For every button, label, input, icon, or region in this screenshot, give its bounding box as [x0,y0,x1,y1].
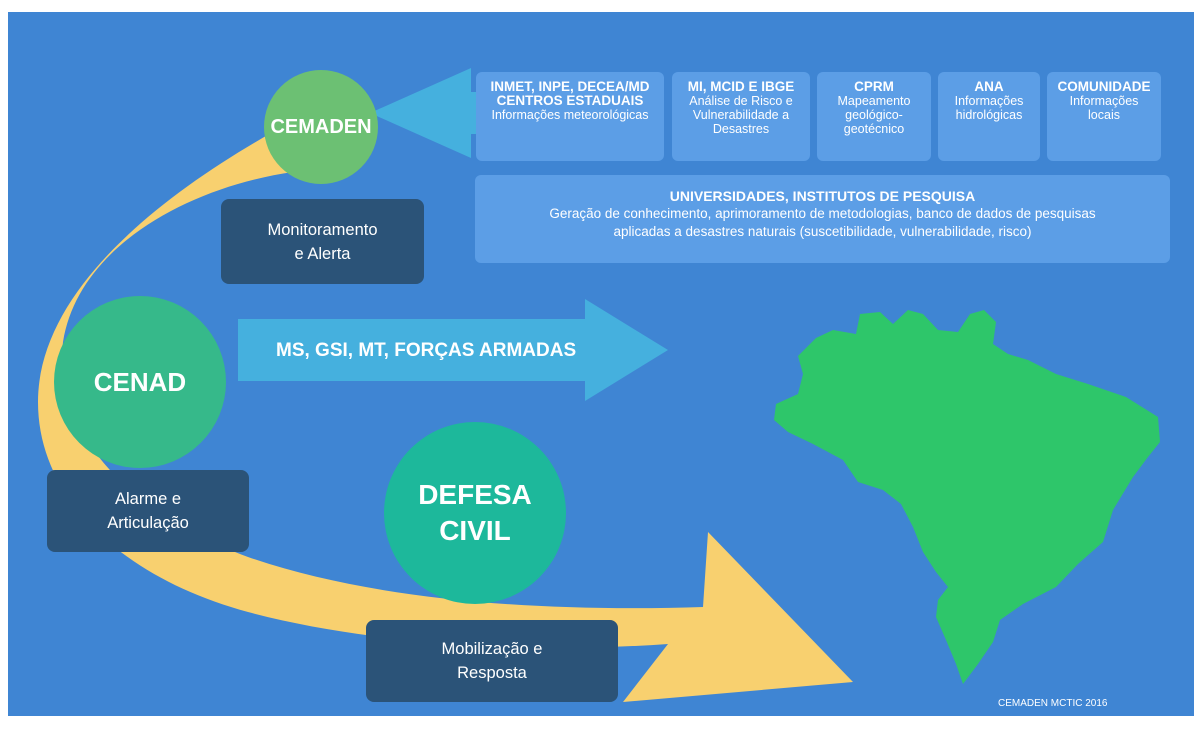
brazil-map-icon [774,310,1160,684]
universities-box: UNIVERSIDADES, INSTITUTOS DE PESQUISA Ge… [475,175,1170,263]
flow-band [38,132,853,702]
source-ana-box: ANA Informações hidrológicas [938,72,1040,161]
node-cenad: CENAD [54,296,226,468]
source-comunidade-box: COMUNIDADE Informações locais [1047,72,1161,161]
label-alarme: Alarme e Articulação [47,470,249,552]
source-title: ANA [974,79,1004,94]
label-monitoramento: Monitoramento e Alerta [221,199,424,284]
universities-title: UNIVERSIDADES, INSTITUTOS DE PESQUISA [669,188,976,204]
diagram-graphics [38,68,1160,702]
diagram-canvas: INMET, INPE, DECEA/MD CENTROS ESTADUAIS … [8,12,1194,716]
source-mi-box: MI, MCID E IBGE Análise de Risco e Vulne… [672,72,810,161]
source-title: COMUNIDADE [1057,79,1151,94]
source-text: Mapeamento geológico- geotécnico [837,94,911,136]
source-text: Análise de Risco e Vulnerabilidade a Des… [689,94,793,136]
source-cprm-box: CPRM Mapeamento geológico- geotécnico [817,72,931,161]
source-title: CPRM [854,79,894,94]
response-arrow-label: MS, GSI, MT, FORÇAS ARMADAS [276,340,577,361]
source-title: INMET, INPE, DECEA/MD CENTROS ESTADUAIS [490,79,650,108]
label-mobilizacao: Mobilização e Resposta [366,620,618,702]
source-text: Informações meteorológicas [491,108,649,122]
source-text: Informações locais [1069,94,1139,122]
source-inmet-box: INMET, INPE, DECEA/MD CENTROS ESTADUAIS … [476,72,664,161]
node-cemaden: CEMADEN [264,70,378,184]
node-defesa-civil: DEFESA CIVIL [384,422,566,604]
credit-text: CEMADEN MCTIC 2016 [998,698,1108,709]
universities-text: Geração de conhecimento, aprimoramento d… [549,206,1096,239]
source-text: Informações hidrológicas [954,94,1024,122]
response-arrow [238,299,668,401]
source-title: MI, MCID E IBGE [687,79,795,94]
data-input-arrow [370,68,488,158]
